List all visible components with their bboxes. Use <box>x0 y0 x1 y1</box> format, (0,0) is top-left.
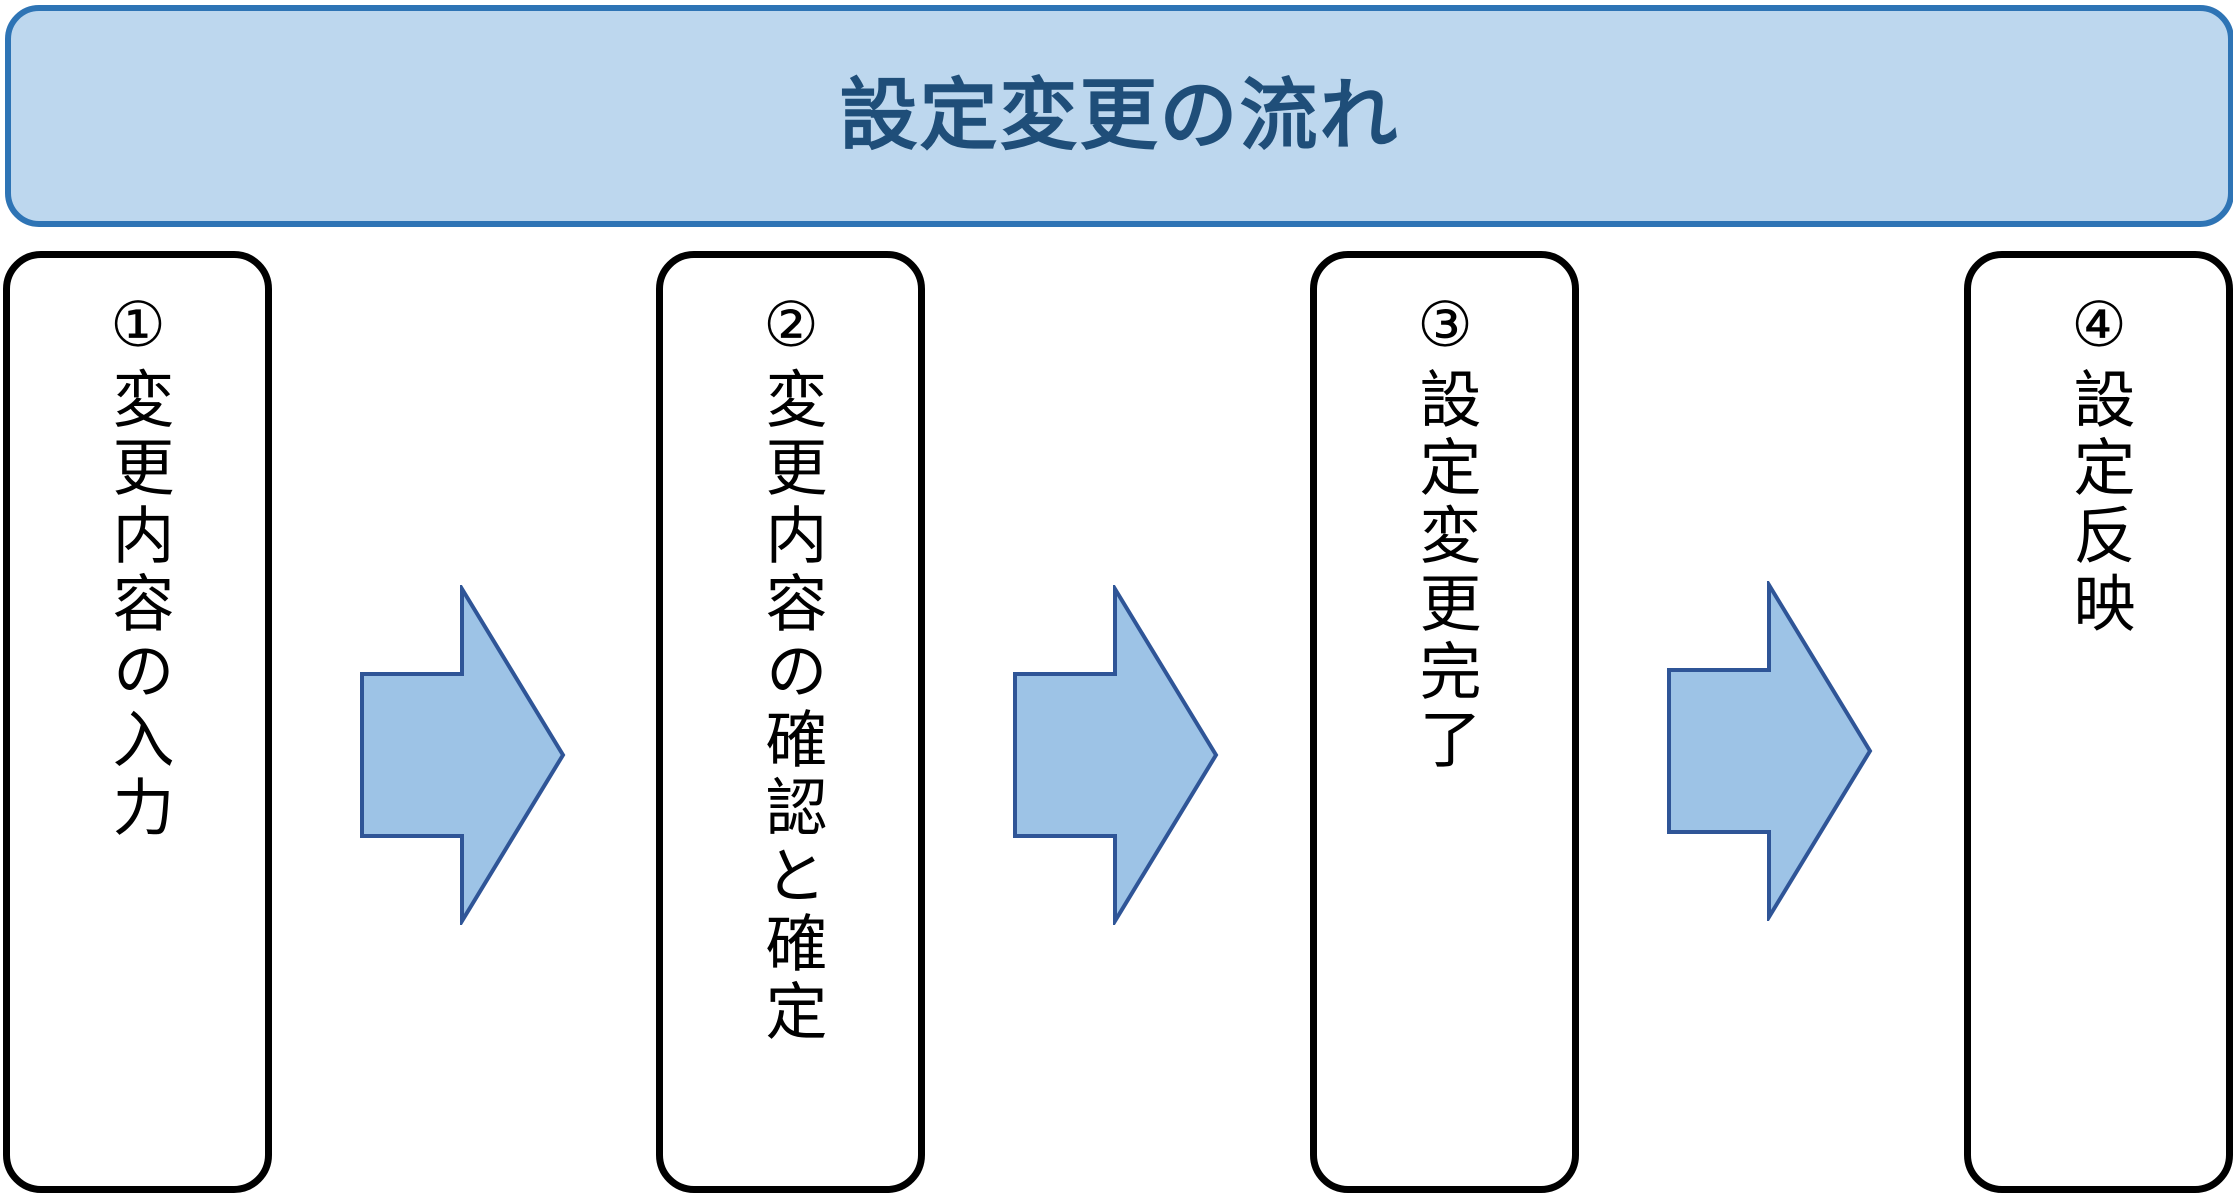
step-label-1: 変更内容の入力 <box>101 367 175 843</box>
step-text-2: ②変更内容の確認と確定 <box>754 288 828 1047</box>
right-arrow-icon <box>1013 585 1219 925</box>
title-banner: 設定変更の流れ <box>5 5 2233 227</box>
step-label-4: 設定反映 <box>2062 367 2136 639</box>
diagram-title: 設定変更の流れ <box>839 71 1400 161</box>
right-arrow-icon <box>1667 581 1873 921</box>
step-number-4: ④ <box>2062 288 2136 367</box>
step-box-4: ④設定反映 <box>1964 251 2233 1193</box>
step-label-3: 設定変更完了 <box>1408 367 1482 775</box>
step-number-1: ① <box>101 288 175 367</box>
right-arrow-icon <box>360 585 566 925</box>
step-label-2: 変更内容の確認と確定 <box>754 367 828 1047</box>
step-text-1: ①変更内容の入力 <box>101 288 175 843</box>
step-text-3: ③設定変更完了 <box>1408 288 1482 775</box>
step-number-2: ② <box>754 288 828 367</box>
step-box-2: ②変更内容の確認と確定 <box>656 251 925 1193</box>
step-box-3: ③設定変更完了 <box>1310 251 1579 1193</box>
step-text-4: ④設定反映 <box>2062 288 2136 639</box>
step-number-3: ③ <box>1408 288 1482 367</box>
step-box-1: ①変更内容の入力 <box>3 251 272 1193</box>
